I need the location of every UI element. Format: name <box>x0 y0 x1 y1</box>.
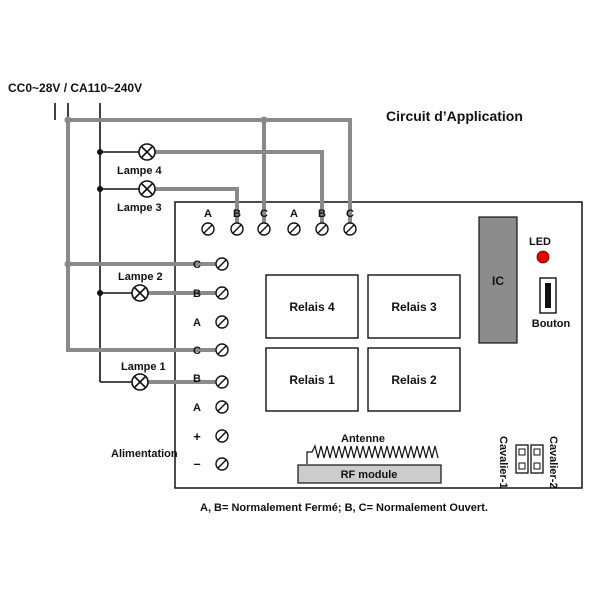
lamp-1: Lampe 1 <box>121 361 166 391</box>
junctions <box>64 116 268 296</box>
lamp-1-label: Lampe 1 <box>121 361 166 373</box>
ic-chip: IC <box>478 216 518 344</box>
jumper-1-label: Cavalier-1 <box>497 436 509 489</box>
top-terminal-label: A <box>290 208 298 220</box>
screw-terminal-icon <box>215 457 229 471</box>
screw-terminal-icon <box>257 222 271 236</box>
left-terminal-label: C <box>193 345 201 357</box>
power-label: Alimentation <box>111 448 178 460</box>
screw-terminal-icon <box>343 222 357 236</box>
jumper-2-label: Cavalier-2 <box>547 436 559 489</box>
top-terminal-label: B <box>318 208 326 220</box>
top-terminal-label: A <box>204 208 212 220</box>
screw-terminal-icon <box>215 315 229 329</box>
screw-terminal-icon <box>215 375 229 389</box>
supply-label: CC0~28V / CA110~240V <box>8 81 142 95</box>
antenna-label: Antenne <box>341 433 385 445</box>
footnote: A, B= Normalement Fermé; B, C= Normaleme… <box>200 502 488 514</box>
lamp-4: Lampe 4 <box>117 143 163 177</box>
screw-terminal-icon <box>215 257 229 271</box>
rf-module <box>297 464 442 484</box>
diagram-title: Circuit d’Application <box>386 108 523 124</box>
button-label: Bouton <box>532 318 571 330</box>
screw-terminal-icon <box>287 222 301 236</box>
ic-label: IC <box>492 274 504 288</box>
left-terminal-label: A <box>193 402 201 414</box>
relay-2: Relais 2 <box>367 347 461 412</box>
left-terminal-label: B <box>193 288 201 300</box>
screw-terminal-icon <box>230 222 244 236</box>
jumper-2 <box>530 444 544 474</box>
screw-terminal-icon <box>215 429 229 443</box>
relay-4-label: Relais 4 <box>289 300 335 314</box>
left-terminal-label: + <box>193 429 201 444</box>
screw-terminal-icon <box>215 286 229 300</box>
lamp-4-label: Lampe 4 <box>117 165 163 177</box>
relay-3: Relais 3 <box>367 274 461 339</box>
jumper-1 <box>515 444 529 474</box>
led-indicator-icon <box>536 250 550 264</box>
lamp-3-label: Lampe 3 <box>117 202 162 214</box>
relay-2-label: Relais 2 <box>391 373 437 387</box>
screw-terminal-icon <box>315 222 329 236</box>
top-terminal-block: A B C A B C <box>201 208 357 236</box>
screw-terminal-icon <box>215 343 229 357</box>
left-terminal-label: B <box>193 373 201 385</box>
screw-terminal-icon <box>215 400 229 414</box>
led-label: LED <box>529 236 551 248</box>
relay-4: Relais 4 <box>265 274 359 339</box>
antenna-coil-icon <box>306 444 439 464</box>
top-terminal-label: C <box>346 208 354 220</box>
push-button: Bouton <box>532 277 571 330</box>
screw-terminal-icon <box>201 222 215 236</box>
lamp-2-label: Lampe 2 <box>118 271 163 283</box>
left-terminal-label: A <box>193 317 201 329</box>
relay-1-label: Relais 1 <box>289 373 335 387</box>
lamp-3: Lampe 3 <box>117 180 162 214</box>
left-terminal-label: – <box>193 456 200 471</box>
lamp-2: Lampe 2 <box>118 271 163 302</box>
top-terminal-label: C <box>260 208 268 220</box>
top-terminal-label: B <box>233 208 241 220</box>
relay-3-label: Relais 3 <box>391 300 437 314</box>
left-terminal-label: C <box>193 259 201 271</box>
left-terminal-block: C B A C B A + – <box>193 257 229 471</box>
relay-1: Relais 1 <box>265 347 359 412</box>
rf-module-label: RF module <box>341 469 398 481</box>
